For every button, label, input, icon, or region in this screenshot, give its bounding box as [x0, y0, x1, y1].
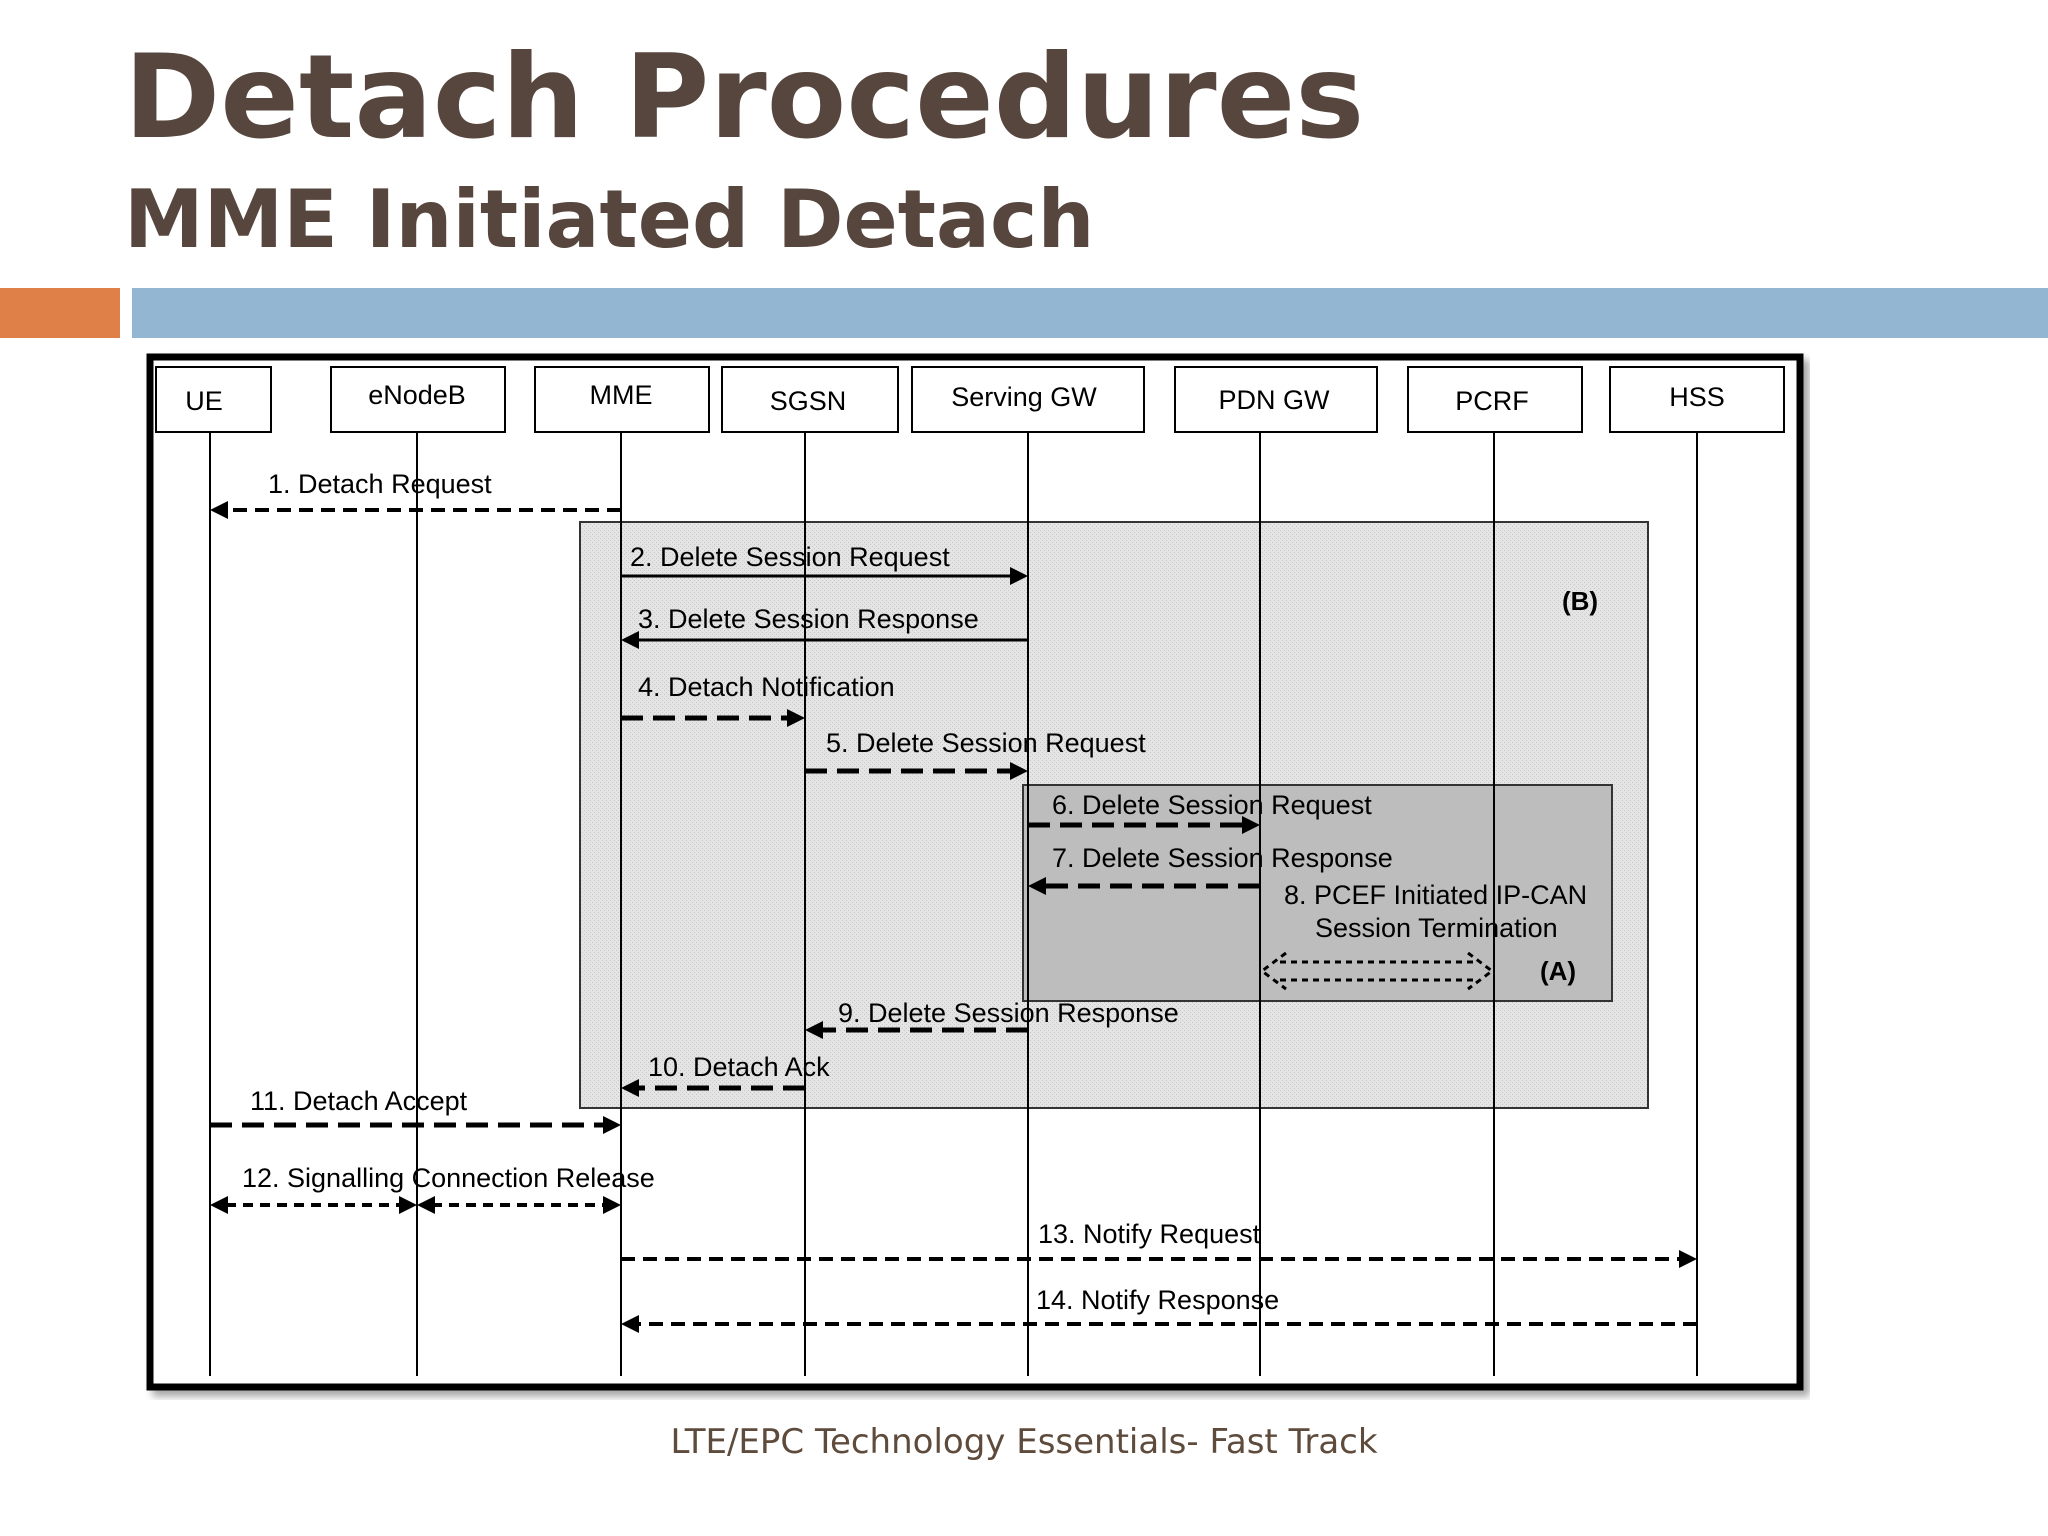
message-11-arrowhead: [603, 1116, 621, 1134]
message-11-label: 11. Detach Accept: [250, 1086, 468, 1116]
message-9-label: 9. Delete Session Response: [838, 998, 1179, 1028]
entity-box-ue: [155, 366, 272, 433]
message-3-arrowhead: [621, 631, 639, 649]
entity-label-hss: HSS: [1669, 382, 1725, 412]
entity-box-pcrf: [1407, 366, 1583, 433]
entity-label-enodeb: eNodeB: [368, 380, 466, 410]
message-12-head-ue: [210, 1196, 228, 1214]
entity-box-pdn-gw: [1174, 366, 1378, 433]
message-2-label: 2. Delete Session Request: [630, 542, 950, 572]
entity-label-pcrf: PCRF: [1455, 386, 1529, 416]
entity-box-mme: [534, 366, 710, 433]
accent-bar-orange: [0, 288, 120, 338]
message-7-label: 7. Delete Session Response: [1052, 843, 1393, 873]
message-12-head-enb-right: [417, 1196, 435, 1214]
entity-label-sgsn: SGSN: [770, 386, 847, 416]
message-5-label: 5. Delete Session Request: [826, 728, 1146, 758]
slide-title: Detach Procedures: [124, 30, 1365, 165]
message-4-label: 4. Detach Notification: [638, 672, 895, 702]
message-12-label: 12. Signalling Connection Release: [242, 1163, 655, 1193]
entity-label-pdn-gw: PDN GW: [1219, 385, 1331, 415]
message-4-arrowhead: [787, 709, 805, 727]
message-3-label: 3. Delete Session Response: [638, 604, 979, 634]
message-8-right-head: [1467, 951, 1495, 991]
message-1-label: 1. Detach Request: [268, 469, 492, 499]
message-12-head-mme: [603, 1196, 621, 1214]
slide-footer: LTE/EPC Technology Essentials- Fast Trac…: [670, 1422, 1378, 1462]
message-2-arrowhead: [1010, 567, 1028, 585]
entity-box-serving-gw: [911, 366, 1145, 433]
entity-label-serving-gw: Serving GW: [951, 382, 1097, 412]
message-7-arrowhead: [1028, 877, 1046, 895]
lifelines: [209, 432, 1698, 1376]
entity-label-ue: UE: [185, 386, 223, 416]
message-9-arrowhead: [805, 1021, 823, 1039]
message-13-label: 13. Notify Request: [1038, 1219, 1261, 1249]
message-5-arrowhead: [1010, 762, 1028, 780]
message-12-head-enb-left: [399, 1196, 417, 1214]
message-8-label-line2: Session Termination: [1315, 913, 1558, 943]
message-10-arrowhead: [621, 1079, 639, 1097]
region-b-label: (B): [1562, 586, 1598, 616]
slide-subtitle: MME Initiated Detach: [124, 173, 1095, 266]
message-8-label: 8. PCEF Initiated IP-CAN: [1284, 880, 1587, 910]
region-a: [1022, 784, 1613, 1002]
message-14-label: 14. Notify Response: [1036, 1285, 1279, 1315]
message-14-arrowhead: [621, 1315, 639, 1333]
message-13-arrowhead: [1679, 1250, 1697, 1268]
message-1-arrowhead: [210, 501, 228, 519]
message-10-label: 10. Detach Ack: [648, 1052, 830, 1082]
message-6-arrowhead: [1242, 816, 1260, 834]
entity-box-enodeb: [330, 366, 506, 433]
message-6-label: 6. Delete Session Request: [1052, 790, 1372, 820]
entity-box-hss: [1609, 366, 1785, 433]
entity-box-sgsn: [721, 366, 899, 433]
detach-sequence-diagram: (B) (A) UE eNodeB MME SGSN Serving GW PD…: [146, 353, 1804, 1391]
entity-label-mme: MME: [590, 380, 653, 410]
message-8-left-head: [1259, 951, 1287, 991]
region-a-label: (A): [1540, 956, 1576, 986]
accent-bar-blue: [132, 288, 2048, 338]
